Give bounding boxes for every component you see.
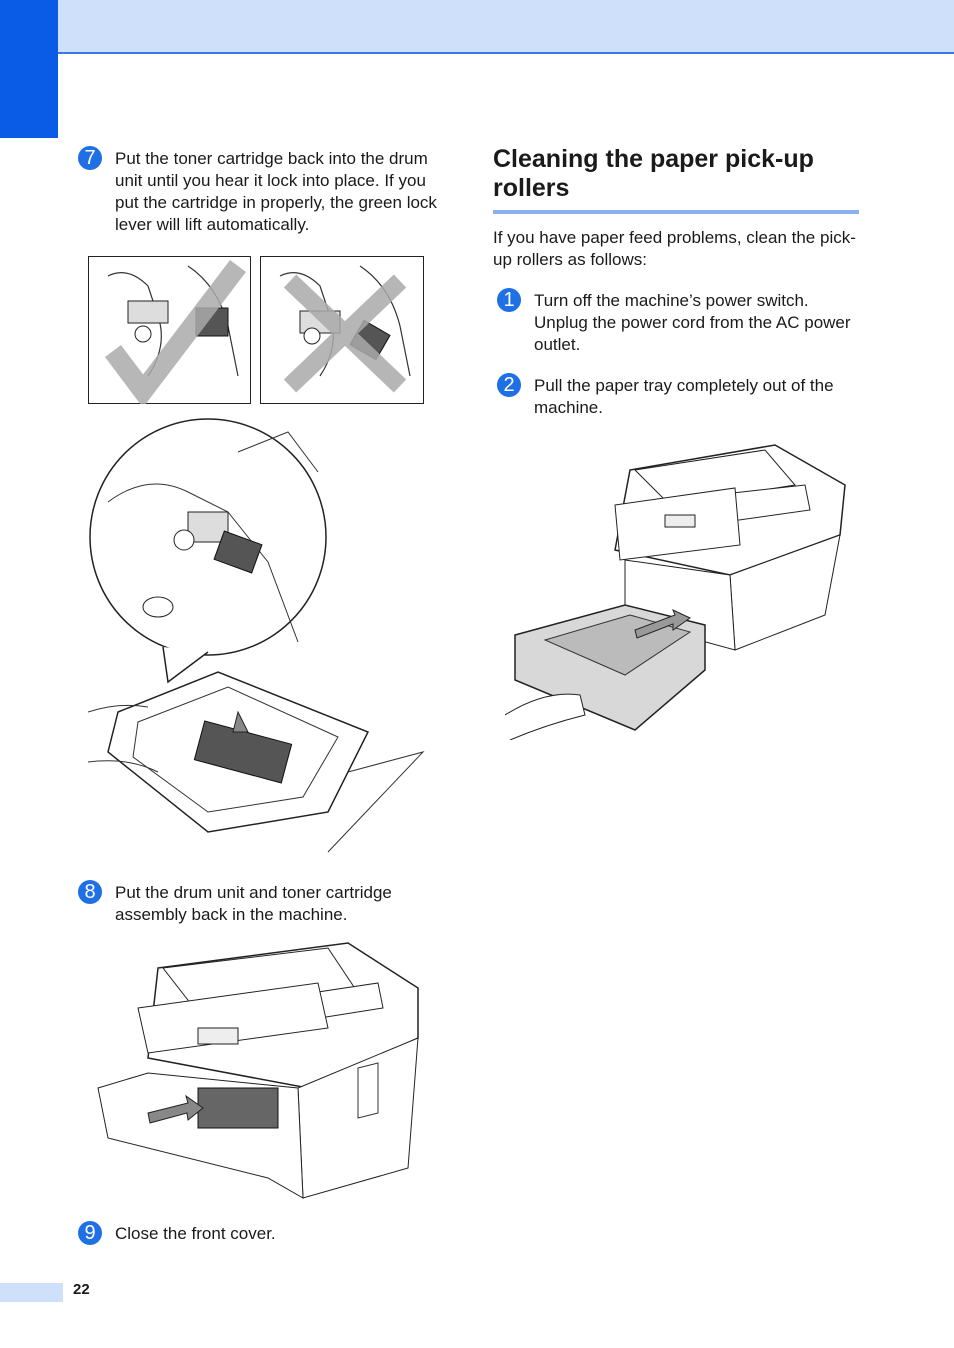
correct-lever-figure <box>88 256 251 404</box>
step-badge-1: 1 <box>497 288 521 312</box>
step-badge-8: 8 <box>78 880 102 904</box>
section-heading: Cleaning the paper pick-up rollers <box>493 145 814 202</box>
step-9-text: Close the front cover. <box>115 1224 276 1243</box>
step-badge-2: 2 <box>497 373 521 397</box>
page-number-band <box>0 1283 63 1302</box>
intro-text: If you have paper feed problems, clean t… <box>493 228 856 269</box>
page-number: 22 <box>73 1281 90 1298</box>
chapter-tab <box>0 0 58 138</box>
drum-unit-assembly-figure <box>88 412 428 857</box>
step-badge-9: 9 <box>78 1221 102 1245</box>
incorrect-lever-figure <box>260 256 424 404</box>
step-badge-7: 7 <box>78 146 102 170</box>
header-band <box>58 0 954 54</box>
step-7-text: Put the toner cartridge back into the dr… <box>115 149 437 234</box>
step-8-text: Put the drum unit and toner cartridge as… <box>115 883 392 924</box>
machine-insert-drum-figure <box>88 938 428 1203</box>
step-1-text: Turn off the machine’s power switch. Unp… <box>534 291 851 354</box>
heading-rule <box>493 210 859 214</box>
step-2-text: Pull the paper tray completely out of th… <box>534 376 834 417</box>
paper-tray-removal-figure <box>505 440 847 740</box>
